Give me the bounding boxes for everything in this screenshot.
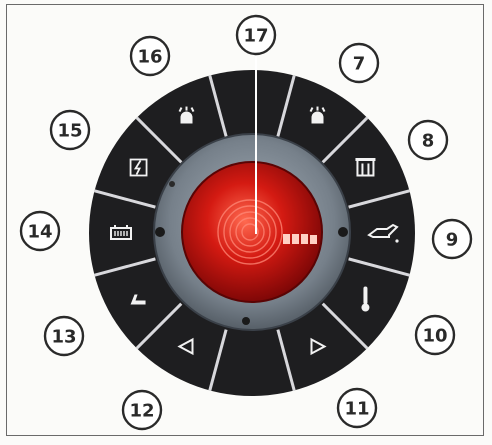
callout-label: 7: [353, 54, 366, 75]
callout-label: 13: [51, 327, 76, 348]
callout-12: 12: [123, 391, 161, 429]
callout-9: 9: [433, 220, 471, 258]
bezel-screw-top: [169, 181, 175, 187]
callout-label: 9: [446, 230, 459, 251]
bezel-screw-right: [338, 227, 348, 237]
red-warning-lens: [182, 162, 322, 302]
callout-11: 11: [338, 389, 376, 427]
callout-16: 16: [131, 37, 169, 75]
light-bulb-icon: [180, 107, 194, 124]
callout-label: 8: [422, 131, 435, 152]
callout-10: 10: [416, 316, 454, 354]
callout-14: 14: [21, 212, 59, 250]
callout-label: 10: [422, 326, 447, 347]
callout-15: 15: [51, 111, 89, 149]
callout-label: 14: [27, 222, 52, 243]
callout-8: 8: [409, 121, 447, 159]
callout-label: 12: [129, 401, 154, 422]
callout-17: 17: [237, 16, 275, 54]
callout-label: 11: [344, 399, 369, 420]
bezel-screw-left: [155, 227, 165, 237]
callout-13: 13: [45, 317, 83, 355]
callout-7: 7: [340, 44, 378, 82]
callout-label: 17: [243, 26, 268, 47]
bezel-screw-bottom: [242, 317, 250, 325]
light-bulb-icon: [311, 107, 325, 124]
callout-label: 16: [137, 47, 162, 68]
callout-label: 15: [57, 121, 82, 142]
